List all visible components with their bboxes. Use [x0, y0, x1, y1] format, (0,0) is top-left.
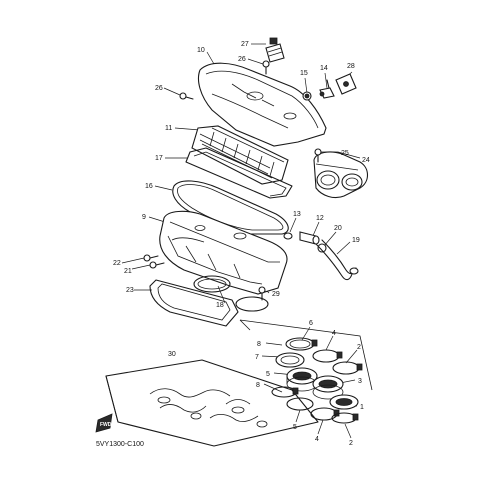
callout-12: 12	[316, 215, 324, 222]
callout-labels: 27 26 10 26 15 14 28 11 25 24 17 16 9 13…	[113, 41, 370, 447]
part-23-seal-frame	[149, 279, 239, 327]
callout-18: 18	[216, 302, 224, 309]
part-4b-clamp	[310, 407, 340, 421]
callout-14: 14	[320, 65, 328, 72]
callout-13: 13	[293, 211, 301, 218]
callout-2-bottom: 2	[349, 440, 353, 447]
callout-10: 10	[197, 47, 205, 54]
part-19-breather-hose	[315, 239, 359, 281]
part-1-joint	[329, 394, 359, 410]
callout-24: 24	[362, 157, 370, 164]
callout-23: 23	[126, 287, 134, 294]
callout-9: 9	[142, 214, 146, 221]
part-9-case-body	[159, 210, 288, 295]
part-2-clamp	[332, 361, 363, 375]
part-26-screw-top	[262, 60, 270, 75]
callout-4-top: 4	[332, 330, 336, 337]
part-18b-gasket	[235, 296, 269, 312]
callout-19: 19	[352, 237, 360, 244]
callout-17: 17	[155, 155, 163, 162]
callout-4-bottom: 4	[315, 436, 319, 443]
callout-5-bottom: 5	[293, 424, 297, 431]
callout-7: 7	[255, 354, 259, 361]
part-26-screw-left	[179, 92, 194, 100]
part-20-clamp	[317, 243, 327, 253]
part-4-clamp	[312, 349, 343, 363]
fwd-arrow-icon: FWD	[95, 413, 113, 433]
part-28-bracket	[335, 73, 357, 95]
part-7-joint	[275, 352, 305, 368]
callout-11: 11	[165, 125, 172, 132]
part-12-joint	[299, 231, 320, 245]
callout-8-bottom: 8	[256, 382, 260, 389]
part-15-grommet	[302, 91, 312, 101]
part-27-rubber-boot	[265, 37, 285, 63]
part-10-case-cover	[197, 62, 327, 147]
part-6-clamp	[285, 337, 318, 351]
callout-5-top: 5	[266, 371, 270, 378]
callout-15: 15	[300, 70, 308, 77]
part-8-clamp	[271, 386, 299, 398]
part-25-screw	[314, 148, 322, 163]
part-29-fitting	[258, 286, 266, 301]
callout-3: 3	[358, 378, 362, 385]
part-24-intake-duct	[313, 151, 369, 199]
part-22-bolt	[143, 254, 159, 262]
part-18-gasket	[193, 275, 231, 293]
part-5b-clamp	[286, 397, 314, 411]
callout-6: 6	[309, 320, 313, 327]
callout-26-top: 26	[238, 56, 246, 63]
part-3-joint	[312, 375, 344, 400]
part-16-gasket	[172, 180, 289, 235]
part-21-bolt	[149, 261, 165, 269]
callout-22: 22	[113, 260, 121, 267]
callout-16: 16	[145, 183, 153, 190]
part-2b-clamp	[331, 412, 359, 424]
callout-27: 27	[241, 41, 249, 48]
part-30-sheet	[105, 359, 319, 447]
callout-20: 20	[334, 225, 342, 232]
part-17-seal	[185, 147, 293, 199]
callout-2-top: 2	[357, 344, 361, 351]
assembly-guide-line	[239, 319, 373, 391]
fwd-label: FWD	[100, 422, 112, 428]
drawing-code: 5VY1300-C100	[96, 441, 144, 448]
callout-1: 1	[360, 404, 364, 411]
callout-29: 29	[272, 291, 280, 298]
callout-28: 28	[347, 63, 355, 70]
part-14-sensor	[319, 79, 335, 99]
callout-26-left: 26	[155, 85, 163, 92]
callout-8-top: 8	[257, 341, 261, 348]
callout-25-right: 25	[341, 150, 349, 157]
callout-21: 21	[124, 268, 132, 275]
part-11-air-filter-element	[191, 125, 289, 185]
callout-30: 30	[168, 351, 176, 358]
part-13-clip	[283, 232, 293, 240]
